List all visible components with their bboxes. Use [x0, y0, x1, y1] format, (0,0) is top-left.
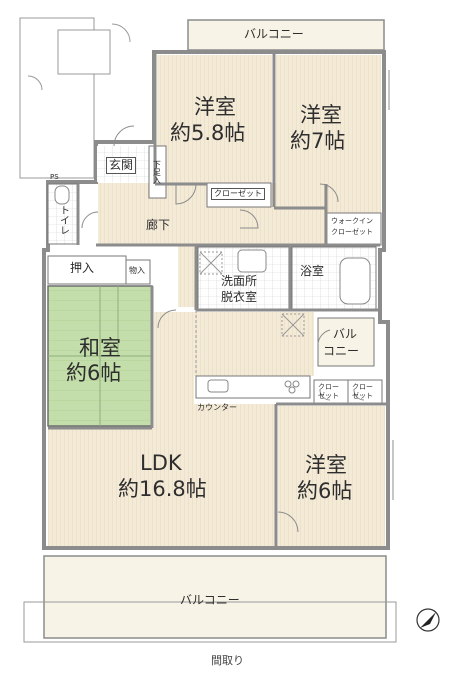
closet-b-label-1: クロー — [352, 383, 373, 391]
corridor-label: 廊下 — [146, 218, 171, 232]
counter-label: カウンター — [197, 403, 237, 412]
ldk-floor — [48, 312, 276, 546]
balcony-top-label: バルコニー — [244, 27, 304, 41]
storage-label: 物入 — [129, 266, 145, 275]
closet-a-label-1: クロー — [318, 383, 339, 391]
ldk-size: 約16.8帖 — [118, 477, 207, 501]
western-room-2-name: 洋室 — [300, 103, 342, 127]
door-swings — [81, 125, 365, 533]
western-room-1-size: 約5.8帖 — [170, 121, 246, 145]
washbasin — [237, 249, 267, 273]
walkin-closet-label-1: ウォークイン — [331, 217, 373, 225]
ps-label: PS — [50, 173, 59, 181]
small-balcony-label-1: バル — [333, 327, 358, 341]
balcony-bottom-label: バルコニー — [180, 593, 240, 607]
oshiire-label: 押入 — [70, 261, 95, 275]
western-room-2-size: 約7帖 — [290, 129, 346, 153]
washroom-label-2: 脱衣室 — [221, 290, 258, 304]
japanese-room-name: 和室 — [79, 336, 121, 360]
bath-label: 浴室 — [300, 264, 325, 278]
bathtub — [339, 257, 371, 305]
plan-caption: 間取り — [211, 654, 244, 667]
japanese-room-size: 約6帖 — [66, 361, 122, 385]
western-room-1-floor — [157, 55, 272, 183]
windows — [60, 70, 394, 550]
western-room-3-size: 約6帖 — [297, 479, 353, 503]
closet-b-box — [347, 379, 383, 405]
balcony-top-area — [187, 19, 385, 51]
storage-box — [125, 259, 151, 285]
north-arrow-icon — [416, 608, 440, 632]
shoe-box-label: 下足入 — [152, 160, 162, 184]
toilet-fixture — [54, 185, 70, 205]
toilet-label: トイレ — [57, 205, 69, 235]
small-balcony-label-2: コニー — [323, 344, 360, 358]
ldk-name: LDK — [140, 451, 182, 475]
entrance-label: 玄関 — [106, 157, 137, 174]
western-room-1-name: 洋室 — [194, 95, 236, 119]
walkin-closet-label-2: クローゼット — [331, 228, 373, 236]
closet-a-label-2: ゼット — [318, 392, 339, 400]
oshiire-box — [47, 255, 127, 285]
washroom-label-1: 洗面所 — [221, 274, 258, 288]
closet-b-label-2: ゼット — [352, 392, 373, 400]
western-room-3-name: 洋室 — [305, 453, 347, 477]
walkin-closet-box — [326, 212, 382, 246]
small-balcony-area — [317, 317, 375, 367]
balcony-bottom-railing — [23, 601, 397, 643]
interior-walls — [48, 52, 386, 548]
balcony-bottom-area — [43, 555, 387, 639]
closet-1-label: クローゼット — [211, 188, 265, 201]
